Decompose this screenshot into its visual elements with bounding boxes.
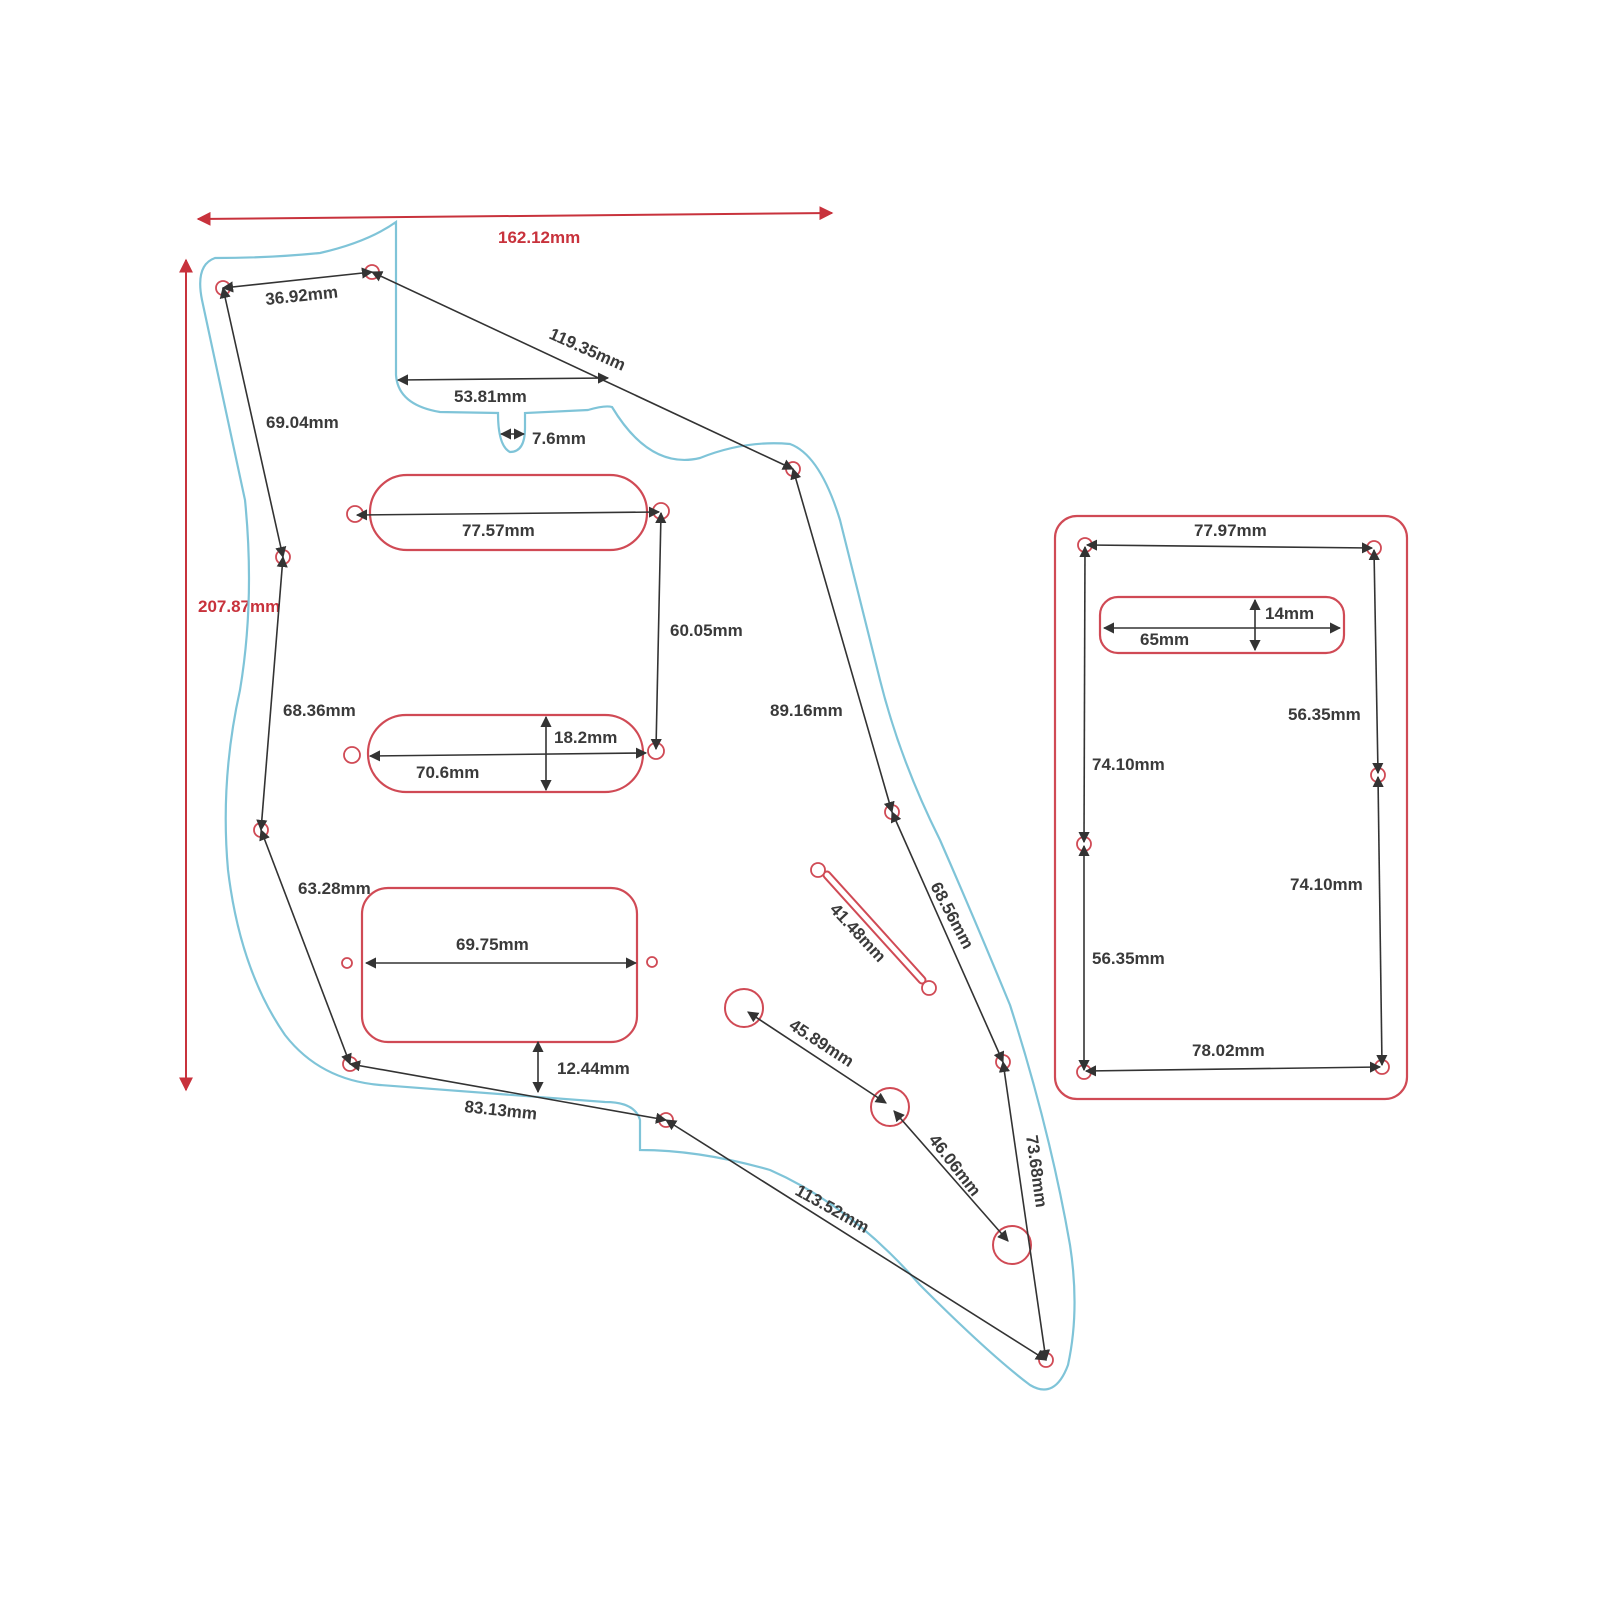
switch-screw <box>810 862 826 878</box>
bridge-pickup-cutout <box>360 886 639 1044</box>
dim-label: 74.10mm <box>1092 755 1165 774</box>
dim-label: 14mm <box>1265 604 1314 623</box>
dim-label: 89.16mm <box>770 701 843 720</box>
pickguard-outline <box>199 219 1076 1391</box>
overall-width-line <box>196 206 834 226</box>
dim-label: 60.05mm <box>670 621 743 640</box>
pickup-cutouts <box>341 473 670 1044</box>
dim-label: 77.97mm <box>1194 521 1267 540</box>
dim-label: 74.10mm <box>1290 875 1363 894</box>
controls <box>724 862 1032 1265</box>
overall-height-label: 207.87mm <box>198 597 280 616</box>
dim-label: 70.6mm <box>416 763 479 782</box>
dim-label: 113.52mm <box>792 1181 872 1237</box>
dim-label: 46.06mm <box>925 1131 985 1200</box>
overall-width-label: 162.12mm <box>498 228 580 247</box>
overall-dimensions: 162.12mm 207.87mm <box>179 206 834 1092</box>
dim-label: 119.35mm <box>546 324 628 374</box>
volume-pot-hole <box>724 988 764 1028</box>
dim-label: 83.13mm <box>464 1097 538 1124</box>
dim-label: 12.44mm <box>557 1059 630 1078</box>
tone-pot-hole <box>870 1087 910 1127</box>
dim-label: 69.04mm <box>266 413 339 432</box>
dim-label: 77.57mm <box>462 521 535 540</box>
backplate-outline <box>1053 514 1409 1101</box>
dim-label: 53.81mm <box>454 387 527 406</box>
dim-label: 63.28mm <box>298 879 371 898</box>
dim-label: 7.6mm <box>532 429 586 448</box>
dim-label: 65mm <box>1140 630 1189 649</box>
dim-label: 78.02mm <box>1192 1041 1265 1060</box>
neck-pickup-screw <box>346 505 364 523</box>
pickguard-labels: 36.92mm 119.35mm 69.04mm 53.81mm 7.6mm 7… <box>264 282 1051 1236</box>
dim-label: 68.36mm <box>283 701 356 720</box>
switch-screw <box>921 980 937 996</box>
pickguard-dimension-lines <box>219 267 1051 1362</box>
dim-label: 73.68mm <box>1022 1134 1051 1209</box>
bridge-pickup-screw <box>646 956 658 968</box>
backplate-slot <box>1098 595 1346 655</box>
dim-label: 56.35mm <box>1288 705 1361 724</box>
dim-label: 18.2mm <box>554 728 617 747</box>
dim-label: 56.35mm <box>1092 949 1165 968</box>
dim-label: 68.56mm <box>926 879 977 952</box>
bridge-pickup-screw <box>341 957 353 969</box>
backplate: 77.97mm 14mm 65mm 56.35mm 74.10mm 74.10m… <box>1053 514 1409 1101</box>
dim-label: 36.92mm <box>264 282 338 309</box>
jack-hole <box>992 1225 1032 1265</box>
middle-pickup-screw <box>343 746 361 764</box>
dim-label: 69.75mm <box>456 935 529 954</box>
